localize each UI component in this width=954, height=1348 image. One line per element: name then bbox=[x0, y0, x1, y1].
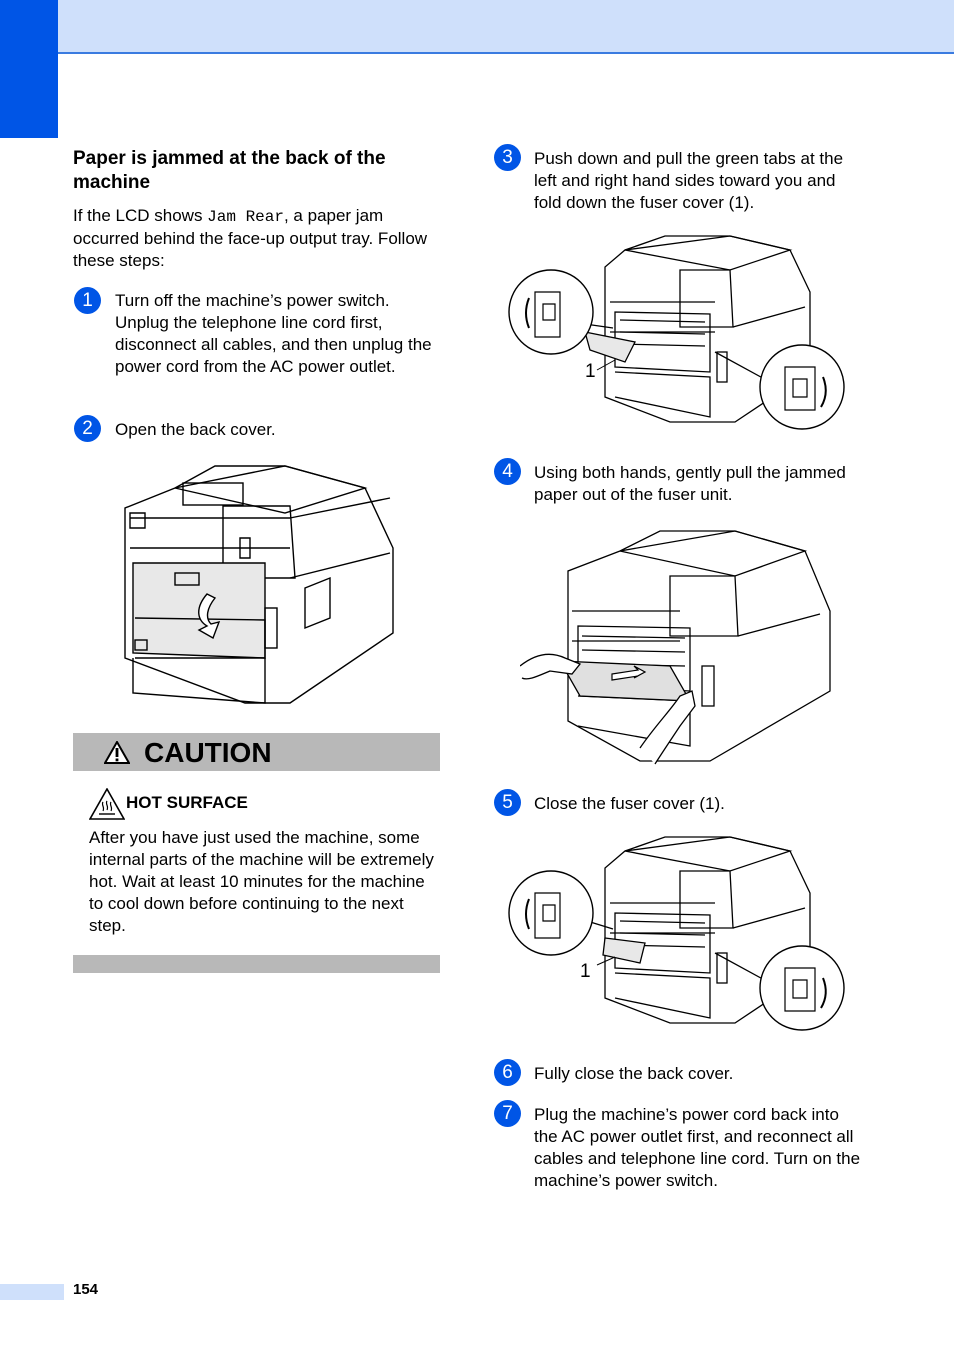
down-arrow-icon bbox=[197, 593, 221, 640]
caution-body: After you have just used the machine, so… bbox=[89, 828, 434, 935]
caution-bar bbox=[73, 733, 440, 771]
lcd-message: Jam Rear bbox=[207, 208, 284, 226]
step-number-2: 2 bbox=[74, 415, 101, 442]
step-text-4: Using both hands, gently pull the jammed… bbox=[534, 463, 846, 504]
warning-triangle-icon bbox=[104, 741, 130, 764]
illustration-close-fuser-cover bbox=[508, 836, 845, 1031]
header-band bbox=[58, 0, 954, 54]
step-text-1: Turn off the machine’s power switch. Unp… bbox=[115, 291, 432, 376]
step-number-7: 7 bbox=[494, 1100, 521, 1127]
detail-right-tab bbox=[759, 344, 845, 430]
page-number: 154 bbox=[73, 1281, 99, 1298]
footer-tab bbox=[0, 1284, 64, 1300]
intro-paragraph: If the LCD shows Jam Rear, a paper jam o… bbox=[73, 205, 443, 272]
step-text-5: Close the fuser cover (1). bbox=[534, 794, 725, 813]
step-text-3: Push down and pull the green tabs at the… bbox=[534, 149, 844, 212]
detail-left-tab bbox=[508, 269, 594, 355]
step-number-3: 3 bbox=[494, 144, 521, 171]
chapter-tab bbox=[0, 0, 58, 138]
pull-arrow-icon bbox=[611, 665, 647, 681]
left-hand bbox=[520, 653, 582, 680]
hot-surface-icon bbox=[89, 788, 125, 820]
callout-fuser-cover-step3: 1 bbox=[585, 361, 596, 382]
step-number-4: 4 bbox=[494, 458, 521, 485]
step-number-5: 5 bbox=[494, 789, 521, 816]
callout-fuser-cover-step5: 1 bbox=[580, 961, 591, 982]
right-hand bbox=[639, 690, 696, 765]
illustration-open-back-cover bbox=[124, 465, 394, 704]
illustration-open-fuser-cover bbox=[508, 235, 845, 430]
caution-title: CAUTION bbox=[144, 737, 272, 768]
section-title: Paper is jammed at the back of the machi… bbox=[73, 148, 386, 193]
step-text-2: Open the back cover. bbox=[115, 420, 276, 439]
hot-surface-title: HOT SURFACE bbox=[126, 793, 248, 812]
step-text-7: Plug the machine’s power cord back into … bbox=[534, 1105, 861, 1190]
caution-end-bar bbox=[73, 955, 440, 973]
detail-left-tab bbox=[508, 870, 594, 956]
illustration-pull-jammed-paper bbox=[520, 530, 831, 765]
jammed-paper bbox=[558, 660, 692, 702]
step-number-1: 1 bbox=[74, 287, 101, 314]
intro-text-after: , a paper jam occurred behind the face-u… bbox=[73, 206, 428, 270]
step-number-6: 6 bbox=[494, 1059, 521, 1086]
detail-right-tab bbox=[759, 945, 845, 1031]
step-text-6: Fully close the back cover. bbox=[534, 1064, 734, 1083]
intro-text-before: If the LCD shows bbox=[73, 206, 208, 225]
